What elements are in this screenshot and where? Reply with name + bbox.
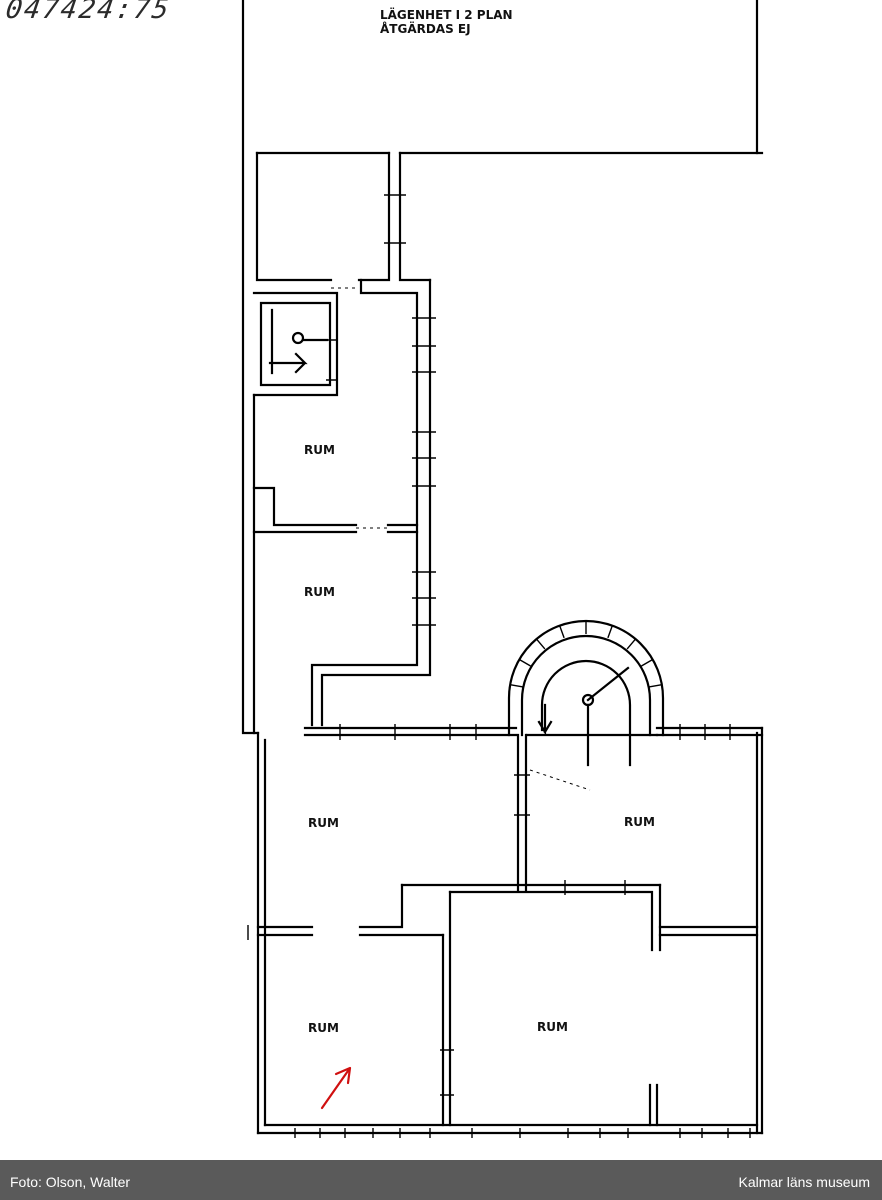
header-note-line: ÅTGÄRDAS EJ (380, 22, 471, 36)
wall (255, 151, 333, 282)
wall (448, 890, 654, 952)
stair-line (586, 666, 630, 767)
wall (252, 486, 358, 527)
wall (259, 301, 332, 387)
stair-tower-ring (520, 634, 652, 737)
window-marks (412, 317, 436, 626)
room-label: RUM (537, 1020, 568, 1034)
room-label: RUM (624, 815, 655, 829)
plan-outline (241, 0, 260, 735)
window-marks (247, 774, 626, 1096)
archive-number: 047424:75 (3, 0, 173, 25)
institution-credit: Kalmar läns museum (738, 1174, 871, 1190)
window-marks (339, 724, 731, 740)
wall (648, 1083, 659, 1127)
wall (252, 291, 339, 397)
stair-tower-inner (540, 659, 632, 767)
room-label: RUM (308, 1021, 339, 1035)
stair-newel (291, 331, 305, 345)
window-marks (326, 194, 406, 381)
room-label: RUM (308, 816, 339, 830)
photographer-credit: Foto: Olson, Walter (10, 1174, 131, 1190)
wall (398, 151, 432, 282)
header-note: LÄGENHET I 2 PLAN ÅTGÄRDAS EJ (380, 8, 513, 36)
room-label: RUM (304, 443, 335, 457)
wall (320, 278, 432, 727)
stair-arrow (537, 703, 553, 736)
floor-plan-drawing (241, 0, 764, 1138)
wall (357, 151, 391, 282)
stair-tower-outer (507, 619, 665, 737)
header-note-line: LÄGENHET I 2 PLAN (380, 8, 513, 22)
credit-bar: Foto: Olson, Walter Kalmar läns museum (0, 1160, 882, 1200)
room-label: RUM (304, 585, 335, 599)
annotation-arrow (320, 1066, 352, 1110)
stair-arrow (268, 338, 329, 374)
wall (310, 278, 419, 727)
wall (358, 883, 404, 929)
door-opening (529, 769, 591, 791)
window-marks (294, 1128, 751, 1138)
